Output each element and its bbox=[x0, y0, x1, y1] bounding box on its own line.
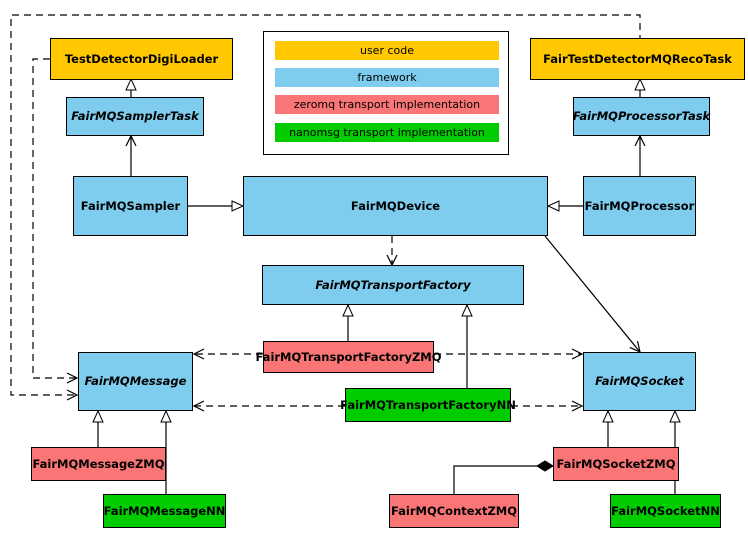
class-node-fair-mq-socket-zmq[interactable]: FairMQSocketZMQ bbox=[553, 447, 679, 481]
class-node-fair-mq-socket[interactable]: FairMQSocket bbox=[583, 352, 696, 411]
class-node-fair-mq-device[interactable]: FairMQDevice bbox=[243, 176, 548, 236]
class-node-fair-mq-processor[interactable]: FairMQProcessor bbox=[583, 176, 696, 236]
class-node-fair-mq-transport-factory-nn[interactable]: FairMQTransportFactoryNN bbox=[340, 388, 516, 422]
legend-item-nanomsg: nanomsg transport implementation bbox=[275, 123, 499, 142]
class-node-fair-test-detector-mq-reco-task[interactable]: FairTestDetectorMQRecoTask bbox=[530, 38, 745, 80]
class-node-fair-mq-transport-factory-zmq[interactable]: FairMQTransportFactoryZMQ bbox=[256, 341, 442, 373]
class-node-fair-mq-sampler-task[interactable]: FairMQSamplerTask bbox=[66, 97, 204, 136]
class-node-test-detector-digi-loader[interactable]: TestDetectorDigiLoader bbox=[50, 38, 233, 80]
class-node-fair-mq-socket-nn[interactable]: FairMQSocketNN bbox=[610, 494, 721, 528]
class-node-fair-mq-message-zmq[interactable]: FairMQMessageZMQ bbox=[31, 447, 166, 481]
class-node-fair-mq-sampler[interactable]: FairMQSampler bbox=[73, 176, 188, 236]
legend: user code framework zeromq transport imp… bbox=[263, 31, 509, 155]
class-node-fair-mq-transport-factory[interactable]: FairMQTransportFactory bbox=[262, 265, 524, 305]
class-node-fair-mq-message-nn[interactable]: FairMQMessageNN bbox=[103, 494, 226, 528]
legend-item-zeromq: zeromq transport implementation bbox=[275, 95, 499, 114]
legend-item-user-code: user code bbox=[275, 41, 499, 60]
legend-item-framework: framework bbox=[275, 68, 499, 87]
legend-label-framework: framework bbox=[357, 71, 417, 84]
class-node-fair-mq-processor-task[interactable]: FairMQProcessorTask bbox=[573, 97, 710, 136]
class-node-fair-mq-message[interactable]: FairMQMessage bbox=[78, 352, 193, 411]
legend-label-zeromq: zeromq transport implementation bbox=[293, 98, 481, 111]
legend-label-user-code: user code bbox=[359, 44, 415, 57]
class-node-fair-mq-context-zmq[interactable]: FairMQContextZMQ bbox=[389, 494, 519, 528]
legend-label-nanomsg: nanomsg transport implementation bbox=[289, 126, 485, 139]
